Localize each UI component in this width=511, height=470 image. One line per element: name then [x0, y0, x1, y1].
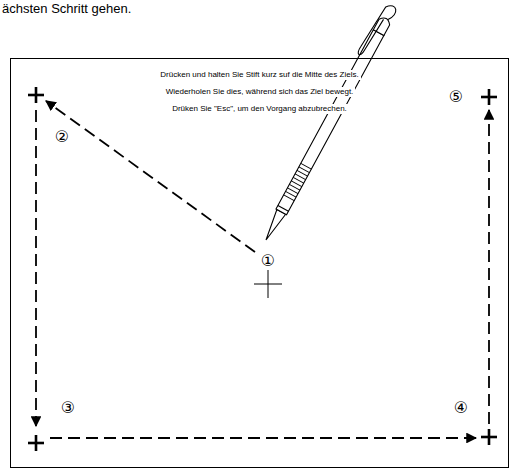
instruction-text: Drücken und halten Sie Stift kurz suf di… [158, 70, 360, 80]
text-line: Wiederholen Sie dies, während sich das Z… [11, 80, 508, 97]
screen-frame: Drücken und halten Sie Stift kurz suf di… [10, 58, 509, 468]
corner-crosshairs [28, 87, 497, 451]
callout-number: ④ [454, 400, 468, 416]
instruction-text: Drüken Sie "Esc", um den Vorgang abzubre… [170, 104, 349, 114]
dashed-arrow [46, 101, 255, 252]
dashed-arrow [50, 437, 476, 439]
text-line: Drüken Sie "Esc", um den Vorgang abzubre… [11, 97, 508, 114]
callout-number: ⑤ [449, 89, 463, 105]
dashed-arrow [35, 110, 37, 426]
callout-number: ③ [61, 400, 75, 416]
callout-number: ② [55, 129, 69, 145]
dashed-path [36, 101, 489, 438]
callout-number: ① [261, 253, 275, 269]
dashed-arrow [488, 110, 490, 424]
instruction-text: Wiederholen Sie dies, während sich das Z… [164, 87, 356, 97]
stylus [258, 2, 398, 243]
center-crosshair [254, 270, 282, 298]
text-line: Drücken und halten Sie Stift kurz suf di… [11, 63, 508, 80]
cut-off-text: ächsten Schritt gehen. [2, 1, 131, 14]
